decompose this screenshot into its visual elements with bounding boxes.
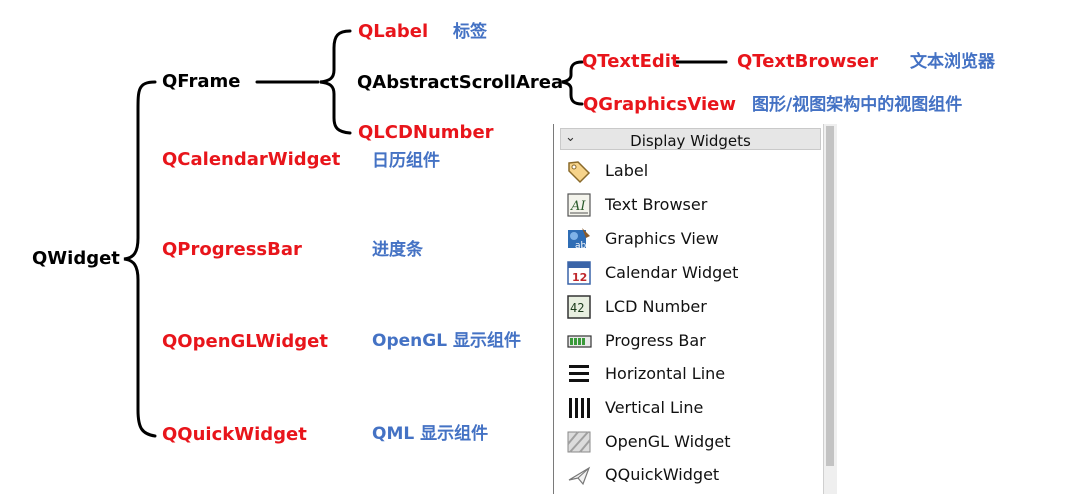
widget-item-quick-widget[interactable]: QQuickWidget [564,459,819,489]
svg-text:42: 42 [570,301,584,315]
qabstractscrollarea-label: QAbstractScrollArea [357,72,564,93]
quick-widget-icon [568,466,591,486]
scrollarea-brace [561,60,584,106]
qtextbrowser-desc: 文本浏览器 [910,52,995,72]
qgraphicsview-desc: 图形/视图架构中的视图组件 [752,95,963,115]
widget-item-lcd-number[interactable]: 42 LCD Number [564,291,819,321]
widget-item-horizontal-line[interactable]: Horizontal Line [564,358,819,388]
qprogressbar-label: QProgressBar [162,239,302,260]
widget-item-calendar-text: Calendar Widget [605,263,739,282]
qframe-brace [319,29,352,135]
widget-item-calendar[interactable]: 12 Calendar Widget [564,257,819,287]
qframe-label: QFrame [162,71,241,92]
qopenglwidget-label: QOpenGLWidget [162,331,328,352]
qcalendarwidget-desc: 日历组件 [372,151,440,171]
widget-item-text-browser-text: Text Browser [605,195,708,214]
qgraphicsview-label: QGraphicsView [583,94,736,115]
svg-text:AI: AI [570,199,586,214]
widget-item-graphics-view[interactable]: abc Graphics View [564,223,819,253]
qcalendarwidget-label: QCalendarWidget [162,149,341,170]
widget-item-vertical-line-text: Vertical Line [605,398,704,417]
panel-scrollbar-thumb[interactable] [826,126,834,466]
lcd-number-icon: 42 [567,295,591,319]
qprogressbar-desc: 进度条 [372,240,423,260]
qlabel-label: QLabel [358,21,429,42]
display-widgets-title: Display Widgets [630,132,751,150]
widget-item-horizontal-line-text: Horizontal Line [605,364,726,383]
qtextbrowser-label: QTextBrowser [737,51,879,72]
label-tag-icon [568,161,591,184]
widget-item-text-browser[interactable]: AI Text Browser [564,189,819,219]
widget-item-lcd-number-text: LCD Number [605,297,707,316]
svg-text:12: 12 [572,271,587,284]
calendar-icon: 12 [567,261,591,285]
qtextedit-label: QTextEdit [582,51,680,72]
progress-bar-icon [567,335,592,348]
widget-item-graphics-view-text: Graphics View [605,229,719,248]
widget-item-opengl[interactable]: OpenGL Widget [564,426,819,456]
widget-box-panel: ⌄ Display Widgets Label AI Text Browser … [553,124,837,494]
chevron-down-icon: ⌄ [565,130,576,145]
widget-item-progress-bar-text: Progress Bar [605,331,706,350]
widget-item-vertical-line[interactable]: Vertical Line [564,392,819,422]
svg-text:abc: abc [575,241,591,251]
text-browser-icon: AI [567,193,591,217]
qquickwidget-label: QQuickWidget [162,424,307,445]
widget-item-progress-bar[interactable]: Progress Bar [564,325,819,355]
qlcdnumber-label: QLCDNumber [358,122,494,143]
root-brace [123,80,157,438]
horizontal-line-icon [569,365,589,382]
opengl-widget-icon [567,431,591,453]
panel-scrollbar[interactable] [823,124,837,494]
qwidget-label: QWidget [32,248,120,269]
vertical-line-icon [569,398,590,418]
widget-item-label[interactable]: Label [564,155,819,185]
widget-item-quick-widget-text: QQuickWidget [605,465,720,484]
widget-item-label-text: Label [605,161,649,180]
graphics-view-icon: abc [568,228,591,251]
qlabel-desc: 标签 [453,22,487,42]
widget-item-opengl-text: OpenGL Widget [605,432,731,451]
qopenglwidget-desc: OpenGL 显示组件 [372,331,521,351]
qquickwidget-desc: QML 显示组件 [372,424,489,444]
display-widgets-header[interactable]: ⌄ Display Widgets [560,128,821,150]
